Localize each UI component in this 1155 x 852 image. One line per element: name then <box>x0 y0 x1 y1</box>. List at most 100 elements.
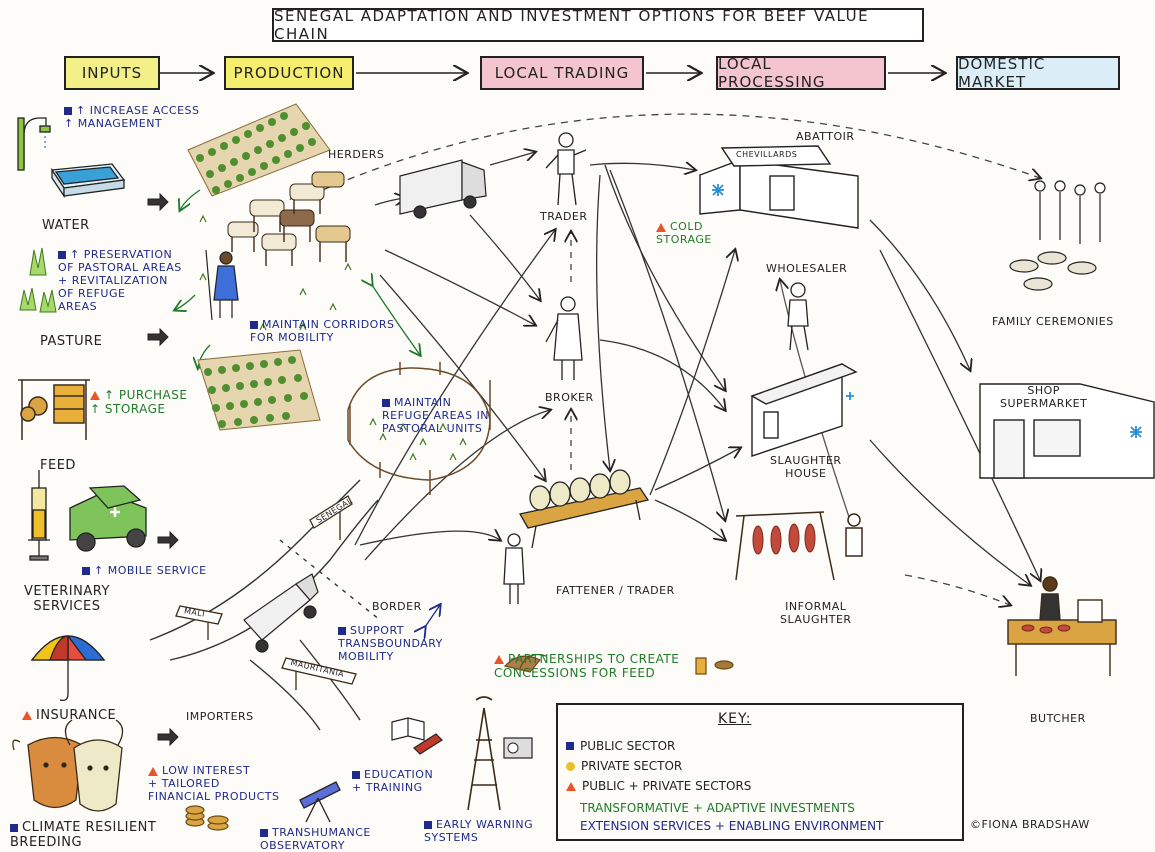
transboundary-note: Support transboundary mobility <box>338 624 443 663</box>
public-marker-icon <box>338 627 346 635</box>
public-marker-icon <box>82 567 90 575</box>
public-private-marker-icon <box>90 391 100 400</box>
shop-label: Shop Supermarket <box>1000 384 1088 410</box>
stage-inputs: Inputs <box>64 56 160 90</box>
warning-illustration <box>467 696 533 811</box>
key-row-transformative: Transformative + adaptive investments <box>580 801 855 815</box>
veterinary-illustration <box>28 470 147 561</box>
feed-note-text: ↑ Purchase ↑ Storage <box>90 388 188 416</box>
finance-note: Low interest + tailored financial produc… <box>148 764 279 803</box>
feeding-trough <box>518 469 650 549</box>
transboundary-note-text: Support transboundary mobility <box>338 624 443 663</box>
herders-label: Herders <box>328 148 385 161</box>
butcher-stall <box>1007 576 1117 676</box>
partnership-illustration <box>503 653 734 675</box>
public-marker-icon <box>260 829 268 837</box>
slaughter-house <box>750 363 858 457</box>
insurance-illustration <box>30 635 106 702</box>
observatory-note-text: Transhumance observatory <box>260 826 371 852</box>
pasture-illustration <box>19 247 57 313</box>
cold-storage-note: Cold storage <box>656 220 712 246</box>
crop-rows <box>196 112 316 428</box>
credit-label: ©Fiona Bradshaw <box>970 818 1090 831</box>
key-both-text: Public + private sectors <box>582 779 752 793</box>
public-private-marker-icon <box>656 222 666 232</box>
public-marker-icon <box>352 771 360 779</box>
truck-upper <box>399 159 487 219</box>
partnerships-note: Partnerships to create concessions for f… <box>494 652 679 680</box>
corridors-note: Maintain corridors for mobility <box>250 318 394 344</box>
key-row-public: Public sector <box>566 739 675 753</box>
refuge-area <box>347 362 491 495</box>
pasture-note: ↑ Preservation of pastoral areas + Revit… <box>58 248 182 313</box>
pasture-note-text: ↑ Preservation of pastoral areas + Revit… <box>58 248 182 313</box>
dashed-flow-informal-butcher <box>904 574 1010 605</box>
breeding-illustration <box>12 719 124 812</box>
water-illustration <box>17 117 126 199</box>
broker-label: Broker <box>545 391 594 404</box>
veterinary-note-text: ↑ Mobile service <box>94 564 207 577</box>
dashed-flow-arc <box>299 113 1040 201</box>
public-private-sector-icon <box>566 781 576 791</box>
transboundary-arrow <box>425 605 440 627</box>
broker-figure <box>545 296 583 380</box>
public-marker-icon <box>250 321 258 329</box>
education-note: Education + training <box>352 768 433 794</box>
production-green-arrows <box>175 189 420 368</box>
informal-slaughter-label: Informal slaughter <box>780 600 852 626</box>
truck-lower <box>243 573 319 653</box>
key-row-extension: Extension services + enabling environmen… <box>580 819 883 833</box>
veterinary-label: Veterinary Services <box>24 584 110 614</box>
feed-label: Feed <box>40 458 76 473</box>
public-sector-icon <box>566 742 574 750</box>
refuge-grass <box>369 417 467 461</box>
key-private-text: Private sector <box>581 759 683 773</box>
cold-storage-note-text: Cold storage <box>656 220 712 246</box>
breeding-label-text: Climate Resilient Breeding <box>10 820 157 850</box>
stage-local-trading: Local Trading <box>480 56 644 90</box>
herder-figure <box>205 249 239 321</box>
public-marker-icon <box>382 399 390 407</box>
key-public-text: Public sector <box>580 739 676 753</box>
stage-local-processing: Local Processing <box>716 55 886 91</box>
refuge-note-text: Maintain refuge areas in pastoral units <box>382 396 490 435</box>
signposts <box>175 495 357 690</box>
public-private-marker-icon <box>148 766 158 776</box>
coins-illustration <box>185 805 229 831</box>
trader-figure <box>545 132 587 206</box>
feed-illustration <box>18 379 90 440</box>
stage-production-label: Production <box>233 64 345 82</box>
stage-production: Production <box>224 56 354 90</box>
partnerships-note-text: Partnerships to create concessions for f… <box>494 652 680 680</box>
abattoir-building <box>699 145 859 229</box>
water-note: ↑ Increase access ↑ Management <box>64 104 200 130</box>
importers-label: Importers <box>186 710 254 723</box>
stage-inputs-label: Inputs <box>81 64 143 82</box>
public-marker-icon <box>10 823 18 832</box>
key-extension-text: Extension services + enabling environmen… <box>580 819 884 833</box>
key-legend: Key: Public sector Private sector Public… <box>556 703 964 841</box>
public-private-marker-icon <box>22 711 32 720</box>
education-note-text: Education + training <box>352 768 434 794</box>
cattle-herd <box>227 171 351 266</box>
corridors-note-text: Maintain corridors for mobility <box>250 318 395 344</box>
water-note-text: ↑ Increase access ↑ Management <box>64 104 200 130</box>
key-row-both: Public + private sectors <box>566 779 751 793</box>
flow-arrows <box>354 152 1040 585</box>
input-arrows <box>147 192 179 747</box>
pasture-label: Pasture <box>40 334 103 349</box>
finance-note-text: Low interest + tailored financial produc… <box>148 764 280 803</box>
trader-label: Trader <box>540 210 588 223</box>
public-private-marker-icon <box>494 655 504 664</box>
wholesaler-figure <box>787 282 809 351</box>
informal-slaughter <box>735 511 863 581</box>
fattener-label: Fattener / Trader <box>556 584 675 597</box>
supermarket-building <box>979 383 1155 479</box>
key-title: Key: <box>718 711 752 727</box>
slaughter-house-label: Slaughter house <box>770 454 842 480</box>
abattoir-label: Abattoir <box>796 130 855 143</box>
roads <box>149 479 381 731</box>
public-marker-icon <box>424 821 432 829</box>
private-sector-icon <box>566 761 575 771</box>
